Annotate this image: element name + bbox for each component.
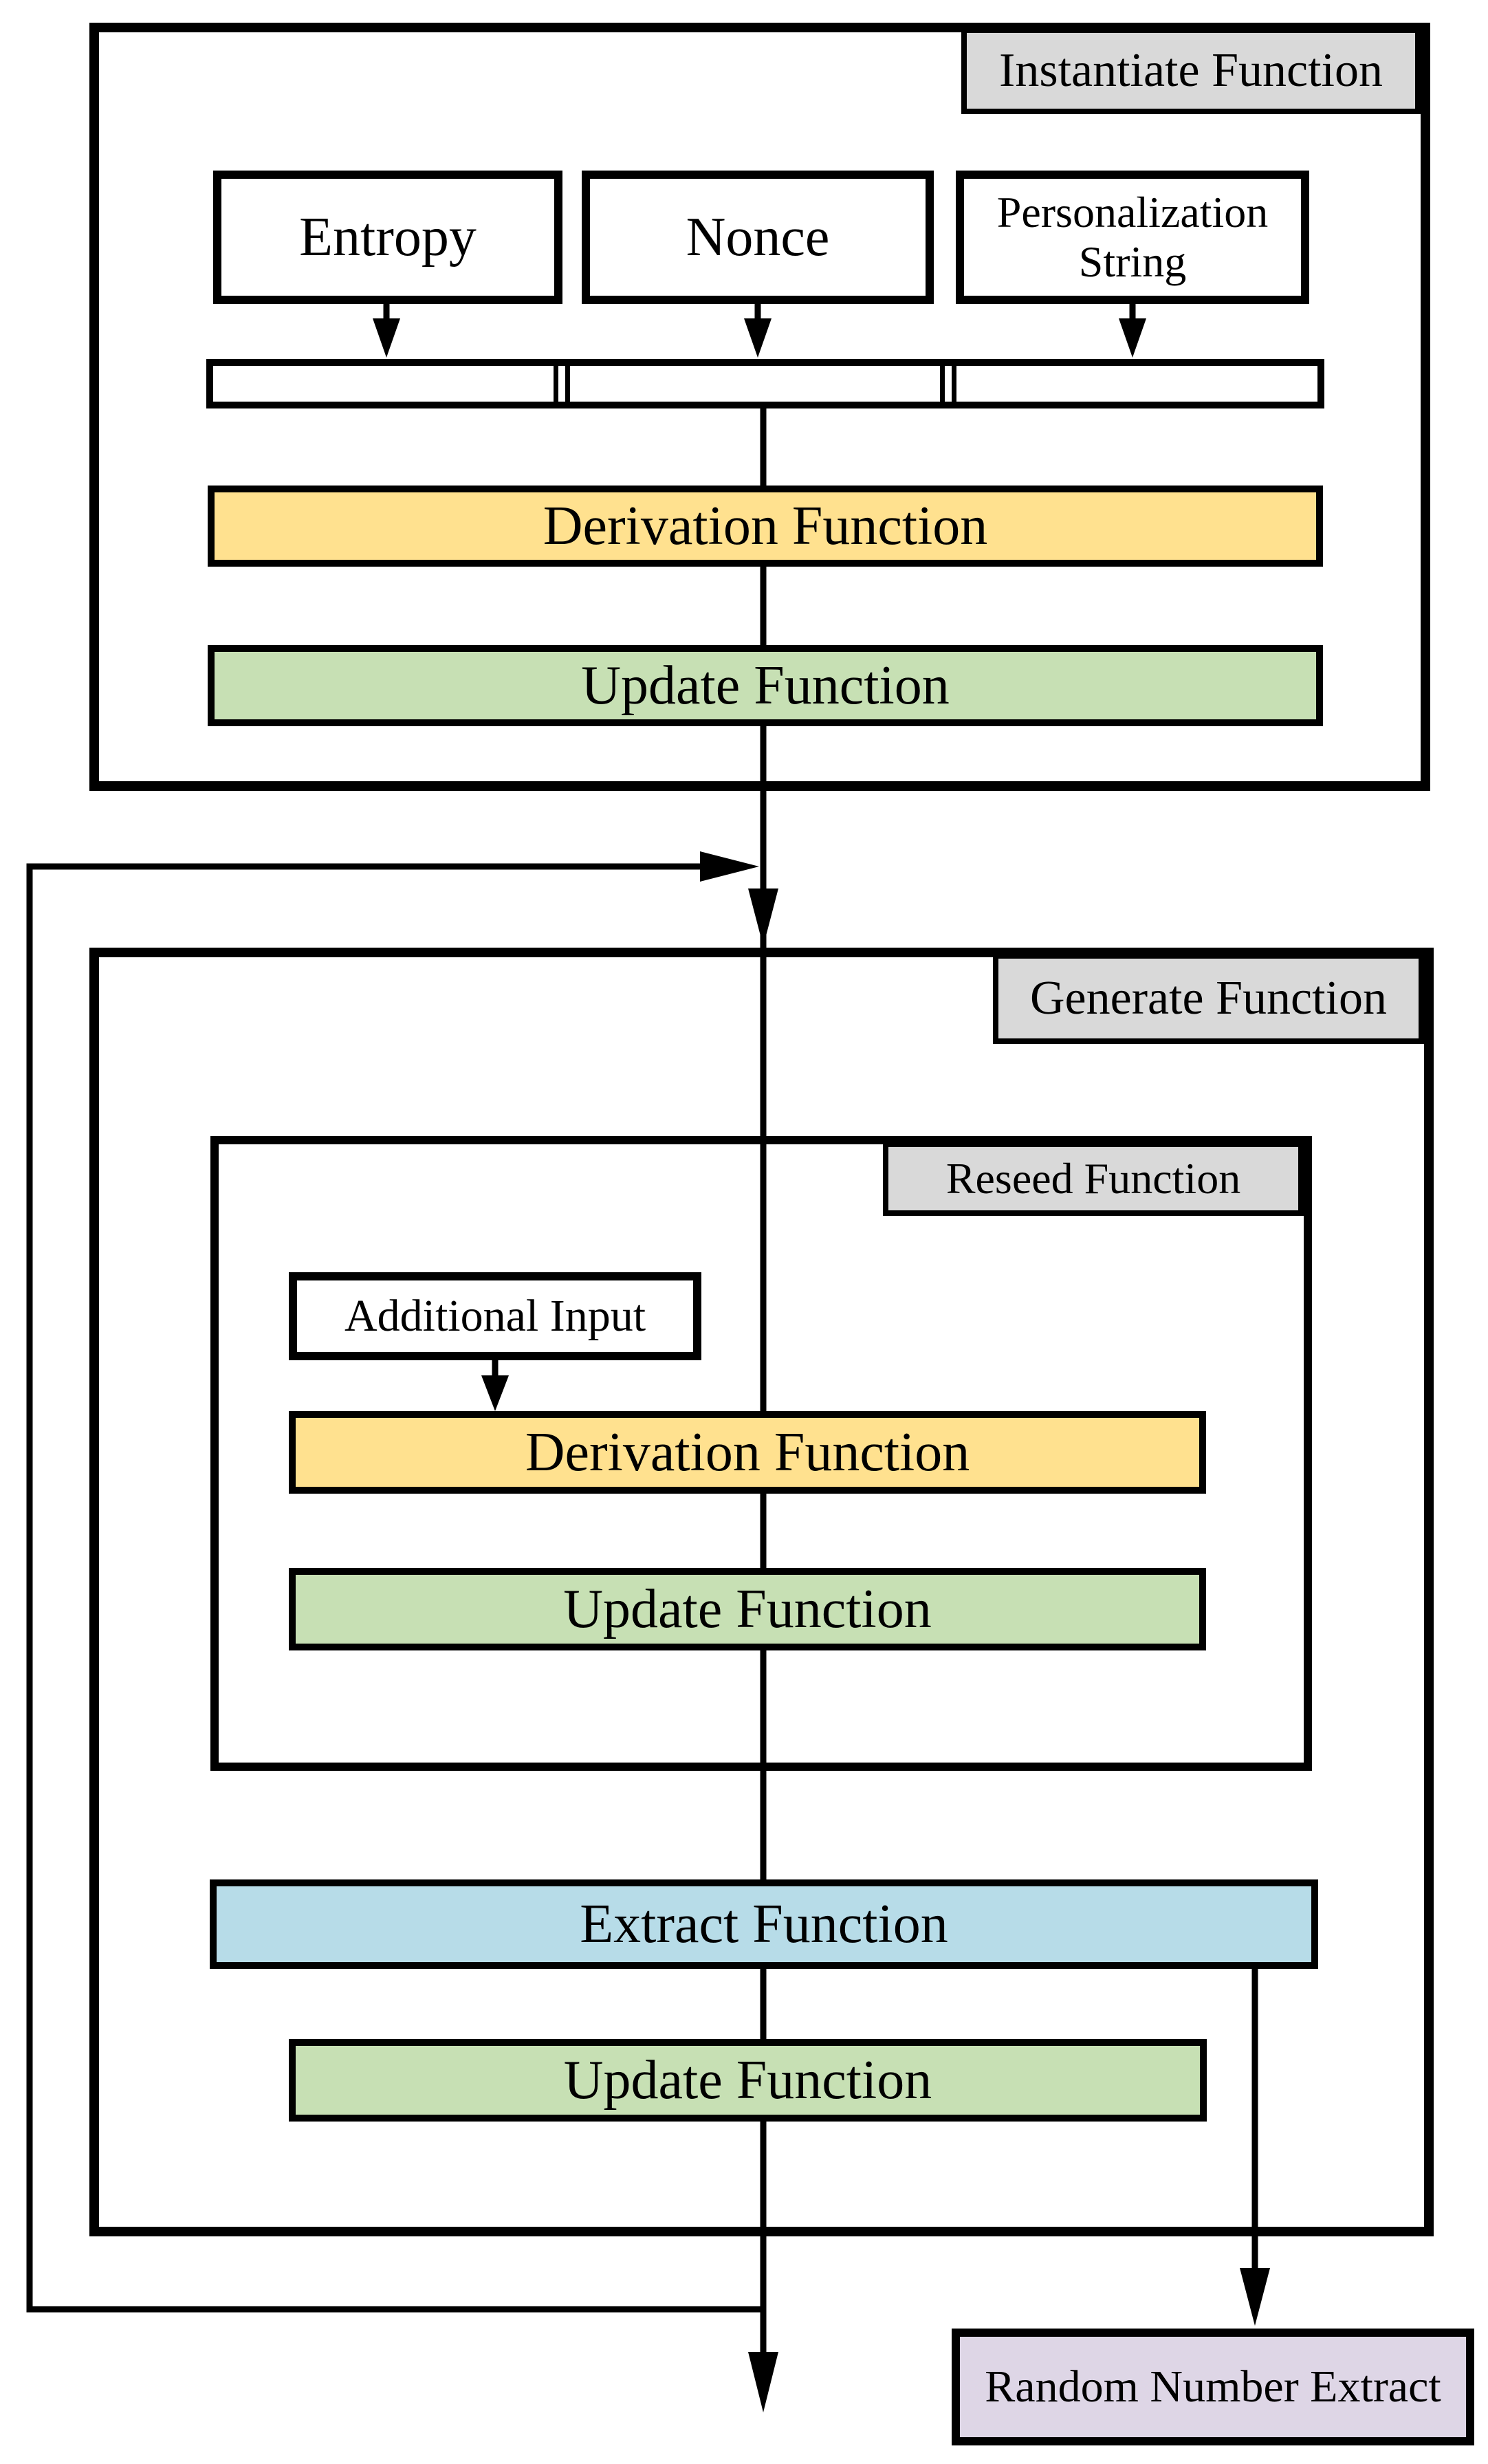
generate-entry-arrowhead-icon xyxy=(748,888,778,946)
additional-input-box: Additional Input xyxy=(289,1272,701,1360)
personalization-string-input-box: Personalization String xyxy=(956,171,1309,304)
additional-input-arrow xyxy=(481,1360,509,1411)
random-number-extract-output-box: Random Number Extract xyxy=(952,2329,1474,2445)
nonce-input-box: Nonce xyxy=(582,171,934,304)
personalization-arrow xyxy=(1119,304,1146,358)
additional-input-arrowhead-icon xyxy=(481,1375,509,1411)
reseed-function-group-box xyxy=(210,1136,1312,1771)
entropy-input-box: Entropy xyxy=(213,171,562,304)
reseed-function-title: Reseed Function xyxy=(883,1142,1304,1216)
instantiate-derivation-function-box: Derivation Function xyxy=(208,486,1323,567)
reseed-derivation-function-box: Derivation Function xyxy=(289,1411,1206,1494)
concat-separator-line xyxy=(565,366,570,402)
concat-separator-line xyxy=(952,366,956,402)
concat-separator-line xyxy=(554,366,558,402)
nonce-arrowhead-icon xyxy=(744,318,772,358)
reseed-update-function-box: Update Function xyxy=(289,1568,1206,1650)
personalization-arrowhead-icon xyxy=(1119,318,1146,358)
extract-output-arrow xyxy=(1240,1969,1270,2326)
nonce-arrow xyxy=(744,304,772,358)
instantiate-function-title: Instantiate Function xyxy=(961,28,1421,114)
entropy-arrowhead-icon xyxy=(373,318,400,358)
extract-output-arrowhead-icon xyxy=(1240,2268,1270,2326)
concat-separator-line xyxy=(940,366,945,402)
generate-update-function-box: Update Function xyxy=(289,2039,1207,2122)
feedback-arrowhead-icon xyxy=(700,851,759,882)
extract-function-box: Extract Function xyxy=(210,1879,1318,1969)
generate-function-title: Generate Function xyxy=(993,953,1424,1044)
instantiate-update-function-box: Update Function xyxy=(208,645,1323,726)
seed-material-concatenation-row xyxy=(206,359,1324,408)
entropy-arrow xyxy=(373,304,400,358)
feedback-loop-line xyxy=(26,863,763,2313)
bottom-output-arrowhead-icon xyxy=(748,2352,778,2412)
